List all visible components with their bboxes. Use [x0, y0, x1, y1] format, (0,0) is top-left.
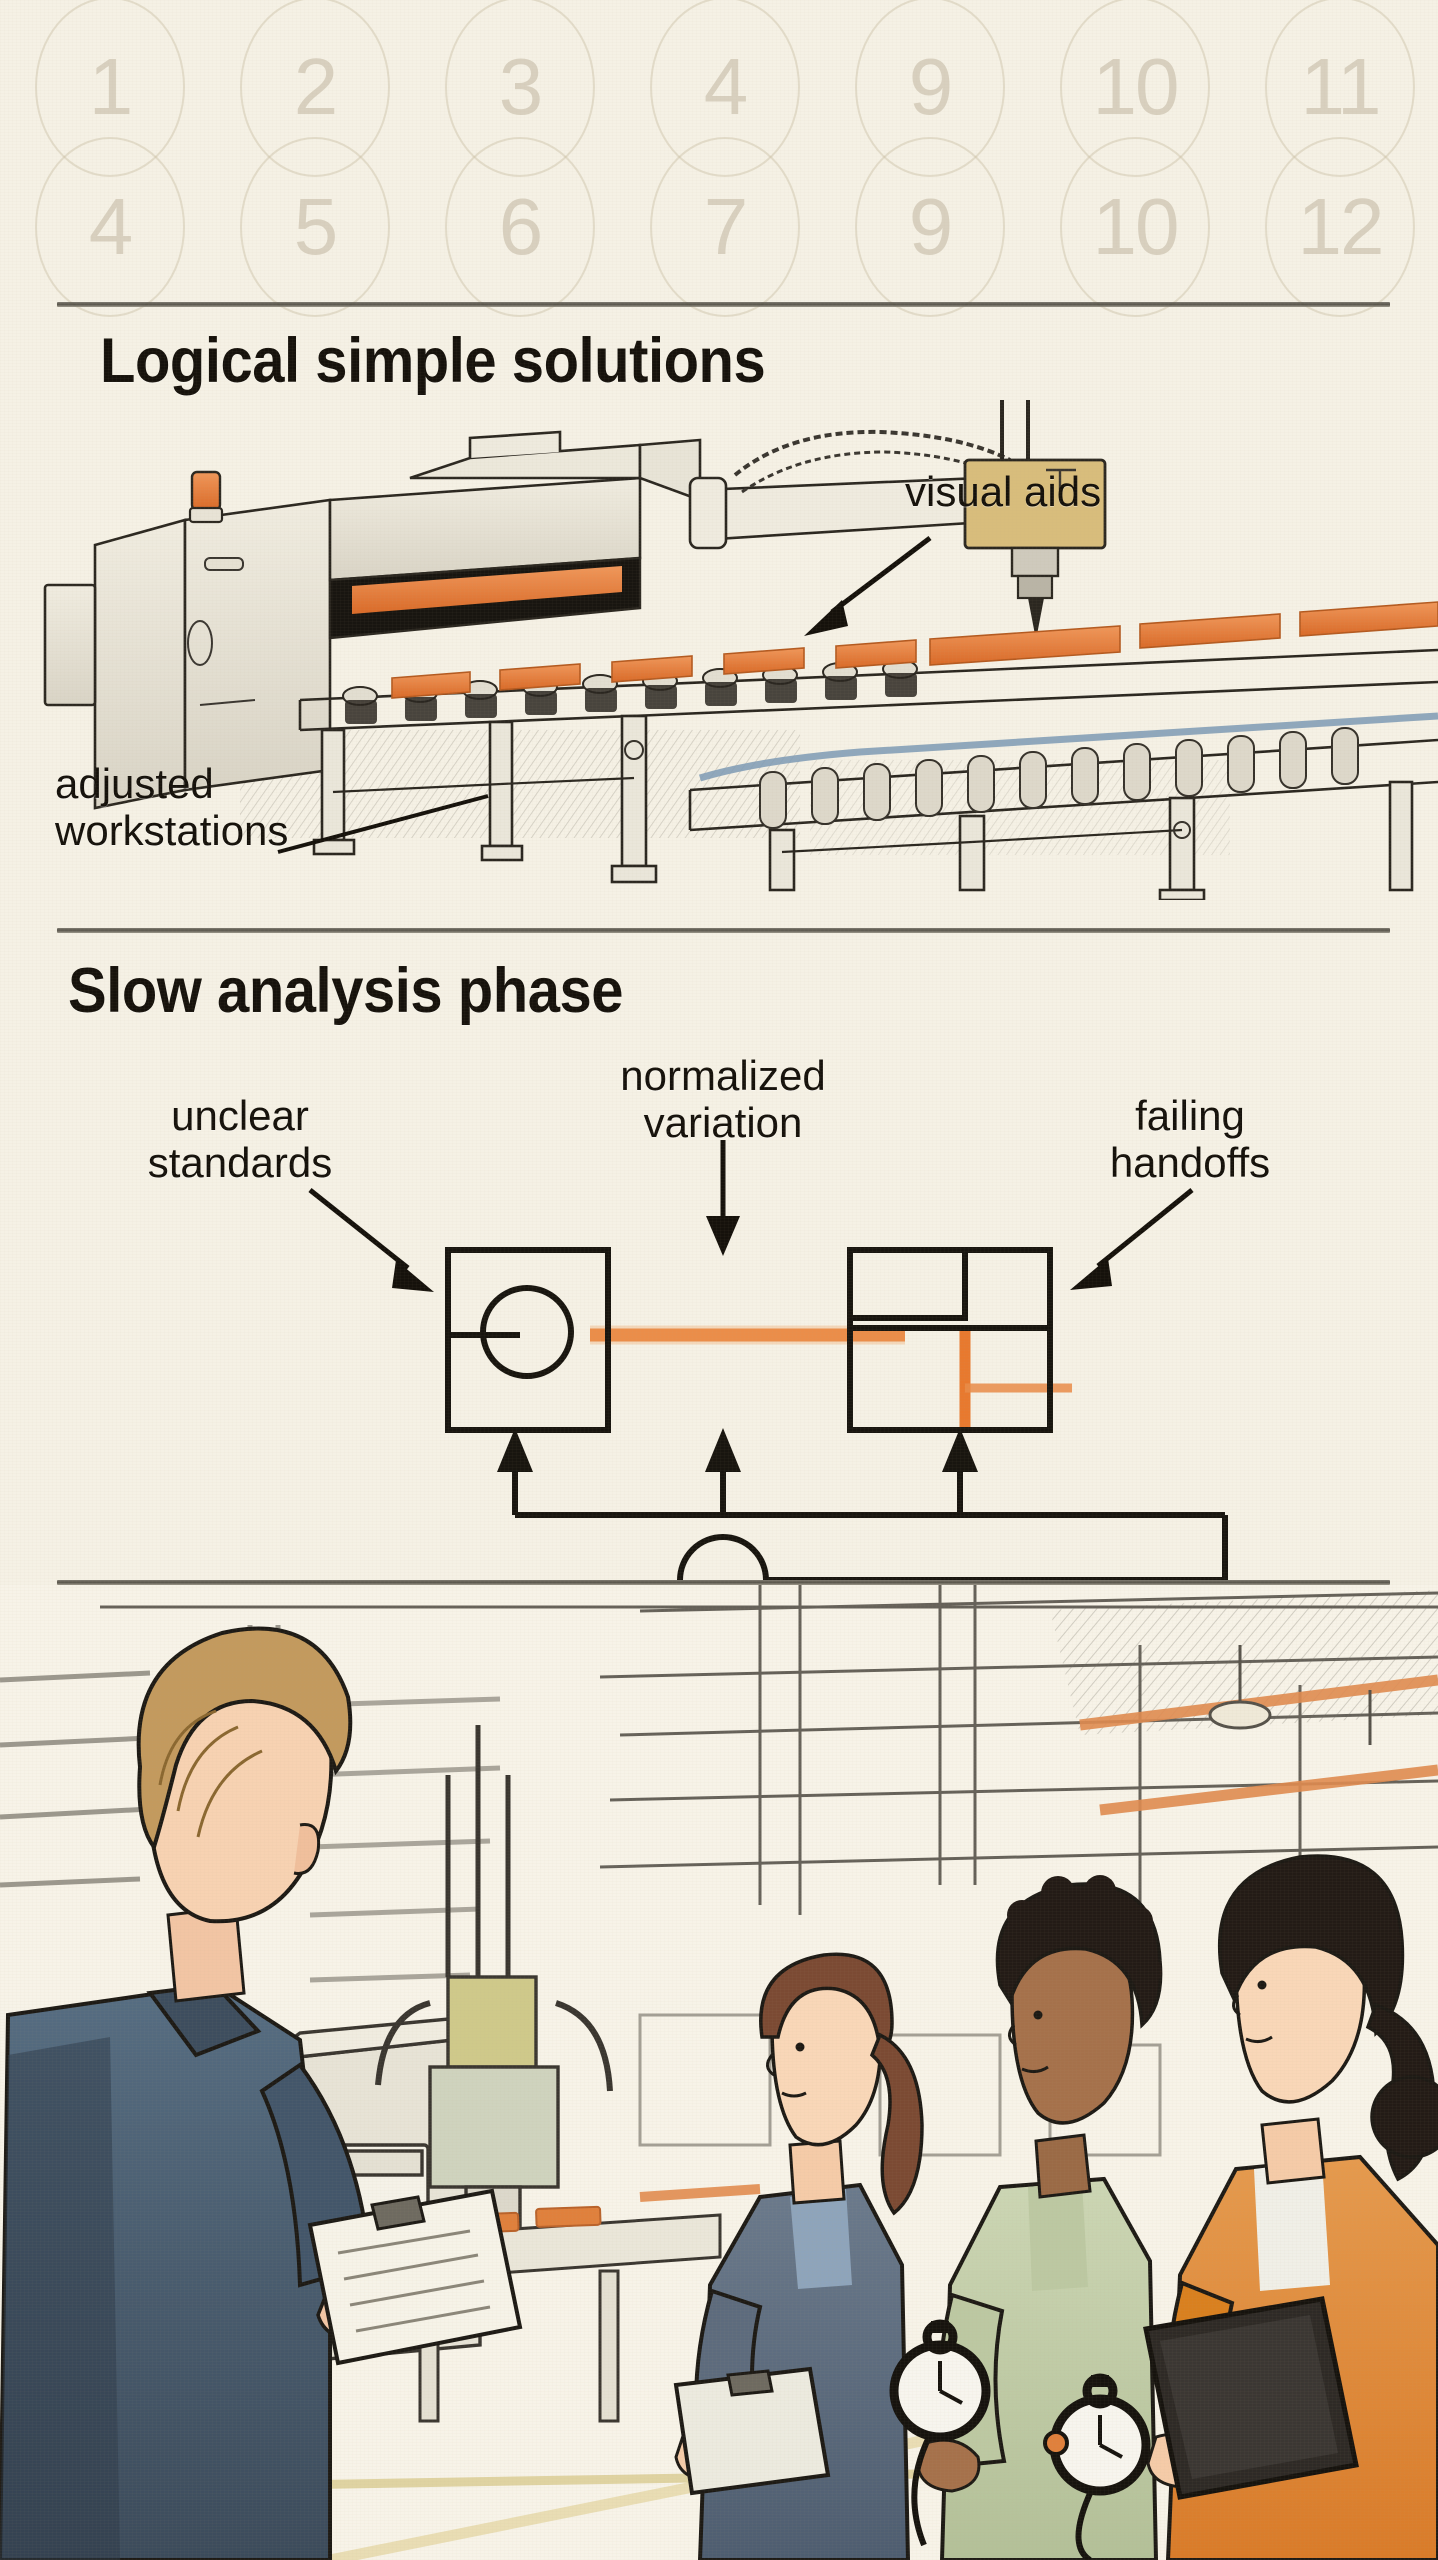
- annotation-adjusted-workstations: adjusted workstations: [55, 760, 289, 855]
- watermark-number-label: 1: [88, 42, 133, 131]
- watermark-number-label: 10: [1092, 42, 1180, 131]
- person-analyst: [673, 1952, 924, 2560]
- divider-top: [57, 302, 1390, 307]
- watermark-circle: [240, 137, 390, 317]
- page-title-solutions: Logical simple solutions: [100, 326, 766, 396]
- watermark-number-label: 2: [293, 42, 338, 131]
- watermark-number: 9: [855, 132, 1005, 322]
- watermark-circle: [650, 0, 800, 177]
- watermark-number: 1: [35, 0, 185, 182]
- person-technician: [889, 1875, 1163, 2560]
- feedback-loop: [512, 1460, 1228, 1580]
- leader-line-adjusted-workstations: [277, 794, 489, 854]
- clipboard-analyst: [673, 2366, 831, 2496]
- tablet-manager: [1143, 2296, 1359, 2500]
- watermark-number-label: 7: [703, 182, 748, 271]
- watermark-number: 12: [1265, 132, 1415, 322]
- watermark-number: 7: [650, 132, 800, 322]
- watermark-circle: [650, 137, 800, 317]
- arrow-normalized-variation: [706, 1140, 740, 1256]
- arrow-visual-aids: [804, 536, 932, 636]
- watermark-number: 4: [650, 0, 800, 182]
- watermark-circle: [35, 137, 185, 317]
- watermark-number: 6: [445, 132, 595, 322]
- feedback-hub: [677, 1534, 769, 1580]
- conveyor-line-sketch: [43, 400, 1438, 900]
- watermark-circle: [1265, 0, 1415, 177]
- watermark-number-label: 10: [1092, 182, 1180, 271]
- watermark-number: 5: [240, 132, 390, 322]
- annotation-normalized-variation: normalized variation: [620, 1052, 826, 1147]
- watermark-number-label: 9: [908, 42, 953, 131]
- watermark-circle: [445, 137, 595, 317]
- divider-bottom: [57, 1580, 1390, 1585]
- watermark-number: 4: [35, 132, 185, 322]
- orange-branch-path: [959, 1328, 1072, 1432]
- watermark-number-label: 9: [908, 182, 953, 271]
- watermark-number-label: 12: [1297, 182, 1385, 271]
- person-supervisor: [0, 1626, 523, 2560]
- process-flow-diagram: [0, 1060, 1438, 1580]
- factory-scene-illustration: [0, 1585, 1438, 2560]
- arrow-unclear-standards: [308, 1188, 434, 1292]
- right-station: [847, 1247, 1053, 1433]
- watermark-number-label: 4: [703, 42, 748, 131]
- person-manager: [1143, 1854, 1438, 2560]
- clipboard-supervisor: [307, 2188, 523, 2366]
- watermark-circle: [445, 0, 595, 177]
- watermark-circle: [1060, 0, 1210, 177]
- stopwatch-technician: [889, 2319, 991, 2547]
- annotation-unclear-standards: unclear standards: [147, 1092, 333, 1187]
- watermark-number: 10: [1060, 132, 1210, 322]
- watermark-number-label: 5: [293, 182, 338, 271]
- flow-diagram-svg: [308, 1140, 1228, 1580]
- watermark-circle: [35, 0, 185, 177]
- page-title-analysis: Slow analysis phase: [68, 956, 624, 1026]
- watermark-circle: [1060, 137, 1210, 317]
- watermark-number: 2: [240, 0, 390, 182]
- stopwatch-second: [1043, 2373, 1151, 2560]
- arrow-failing-handoffs: [1070, 1188, 1194, 1290]
- watermark-circle: [855, 0, 1005, 177]
- watermark-circle: [240, 0, 390, 177]
- left-station: [445, 1247, 611, 1433]
- watermark-circle: [1265, 137, 1415, 317]
- machine-illustration: [0, 400, 1438, 900]
- watermark-number: 9: [855, 0, 1005, 182]
- factory-scene-svg: [0, 1585, 1438, 2560]
- annotation-failing-handoffs: failing handoffs: [1109, 1092, 1271, 1187]
- watermark-number-label: 4: [88, 182, 133, 271]
- annotation-visual-aids: visual aids: [905, 468, 1102, 515]
- watermark-number: 10: [1060, 0, 1210, 182]
- watermark-number-label: 11: [1300, 42, 1381, 131]
- watermark-circle: [855, 137, 1005, 317]
- divider-middle: [57, 928, 1390, 933]
- watermark-number: 3: [445, 0, 595, 182]
- watermark-number: 11: [1265, 0, 1415, 182]
- watermark-number-label: 3: [498, 42, 543, 131]
- watermark-number-label: 6: [498, 182, 543, 271]
